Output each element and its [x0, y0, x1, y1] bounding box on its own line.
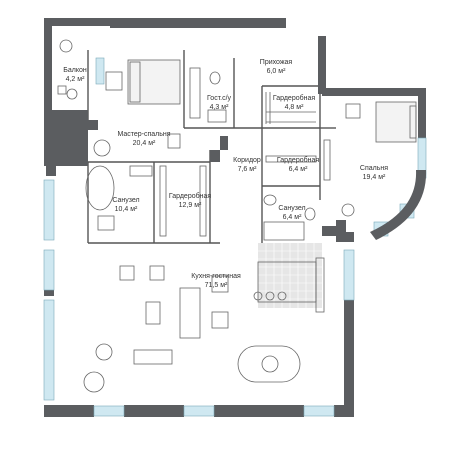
room-name: Спальня	[359, 165, 389, 172]
room-area: 4,8 м²	[284, 104, 304, 111]
room-name: Балкон	[63, 67, 87, 74]
room-name: Кухня-гостиная	[191, 273, 241, 280]
bedroom-bay-wall	[370, 170, 427, 240]
room-name: Гардеробная	[272, 95, 316, 102]
windows	[43, 57, 427, 417]
room-label-guest-wc: Гост.с/у 4,3 м²	[207, 94, 231, 112]
room-label-bathroom-2: Санузел 6,4 м²	[278, 204, 305, 222]
guest-wc-fixtures	[189, 67, 227, 123]
room-area: 4,2 м²	[65, 76, 85, 83]
exterior-walls	[44, 18, 426, 417]
room-area: 71,5 м²	[204, 282, 228, 289]
room-area: 6,0 м²	[266, 68, 286, 75]
room-area: 6,4 м²	[282, 214, 302, 221]
room-area: 7,6 м²	[237, 166, 257, 173]
room-label-master-bedroom: Мастер-спальня 20,4 м²	[117, 130, 170, 148]
room-label-hall: Прихожая 6,0 м²	[260, 58, 292, 76]
bedroom-furniture	[323, 101, 417, 217]
room-area: 4,3 м²	[209, 104, 229, 111]
living-furniture	[83, 257, 325, 393]
room-area: 20,4 м²	[132, 140, 156, 147]
room-label-corridor: Коридор 7,6 м²	[233, 156, 261, 174]
room-name: Гардеробная	[276, 157, 320, 164]
room-name: Санузел	[112, 197, 140, 204]
balcony-furniture	[57, 39, 78, 100]
room-name: Гардеробная	[168, 193, 212, 200]
room-label-bedroom: Спальня 19,4 м²	[360, 164, 388, 182]
room-label-wardrobe-2: Гардеробная 6,4 м²	[277, 156, 319, 174]
room-label-bathroom-1: Санузел 10,4 м²	[112, 196, 139, 214]
room-label-kitchen-living: Кухня-гостиная 71,5 м²	[191, 272, 241, 290]
wardrobe-1-shelves	[265, 92, 316, 124]
bathroom-2-fixtures	[263, 155, 317, 241]
room-label-balcony: Балкон 4,2 м²	[63, 66, 86, 84]
bathroom-1-fixtures	[85, 165, 207, 237]
room-name: Мастер-спальня	[117, 131, 171, 138]
room-area: 12,9 м²	[178, 202, 202, 209]
room-label-wardrobe-1: Гардеробная 4,8 м²	[273, 94, 315, 112]
master-bedroom-furniture	[93, 59, 181, 157]
interior-partitions	[87, 50, 336, 244]
tile-grid	[258, 243, 322, 308]
room-name: Коридор	[233, 157, 261, 164]
room-label-wardrobe-3: Гардеробная 12,9 м²	[169, 192, 211, 210]
room-area: 6,4 м²	[288, 166, 308, 173]
room-area: 19,4 м²	[362, 174, 386, 181]
room-area: 10,4 м²	[114, 206, 138, 213]
room-name: Санузел	[278, 205, 306, 212]
room-name: Прихожая	[259, 59, 293, 66]
room-name: Гост.с/у	[206, 95, 232, 102]
